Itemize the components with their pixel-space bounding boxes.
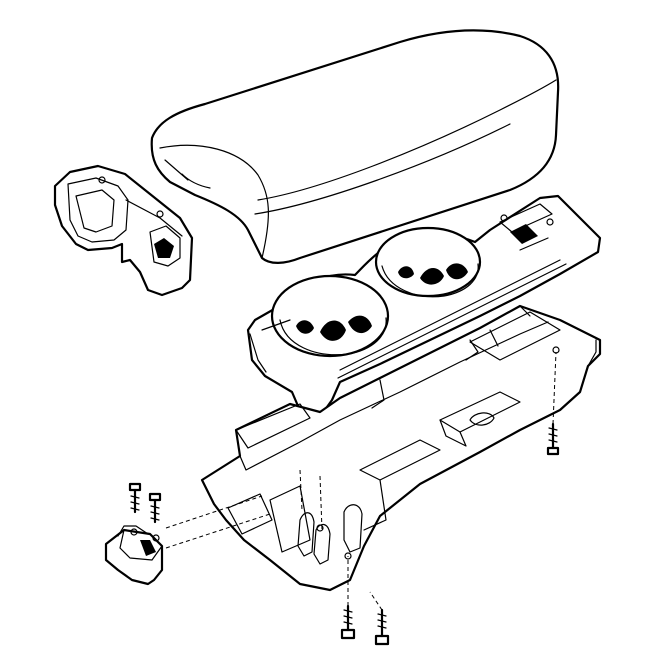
screw-icon [548,424,558,454]
screw-icon [130,484,140,512]
mounting-screws [130,424,558,644]
screw-icon [150,494,160,522]
screw-icon [376,610,388,644]
cupholder-tray [248,196,600,416]
base-frame [202,306,600,590]
screw-icon [342,606,354,638]
assembly-leader-lines [166,352,556,610]
rear-end-cap [55,166,192,295]
front-bracket [106,526,162,584]
armrest-lid [152,30,558,263]
